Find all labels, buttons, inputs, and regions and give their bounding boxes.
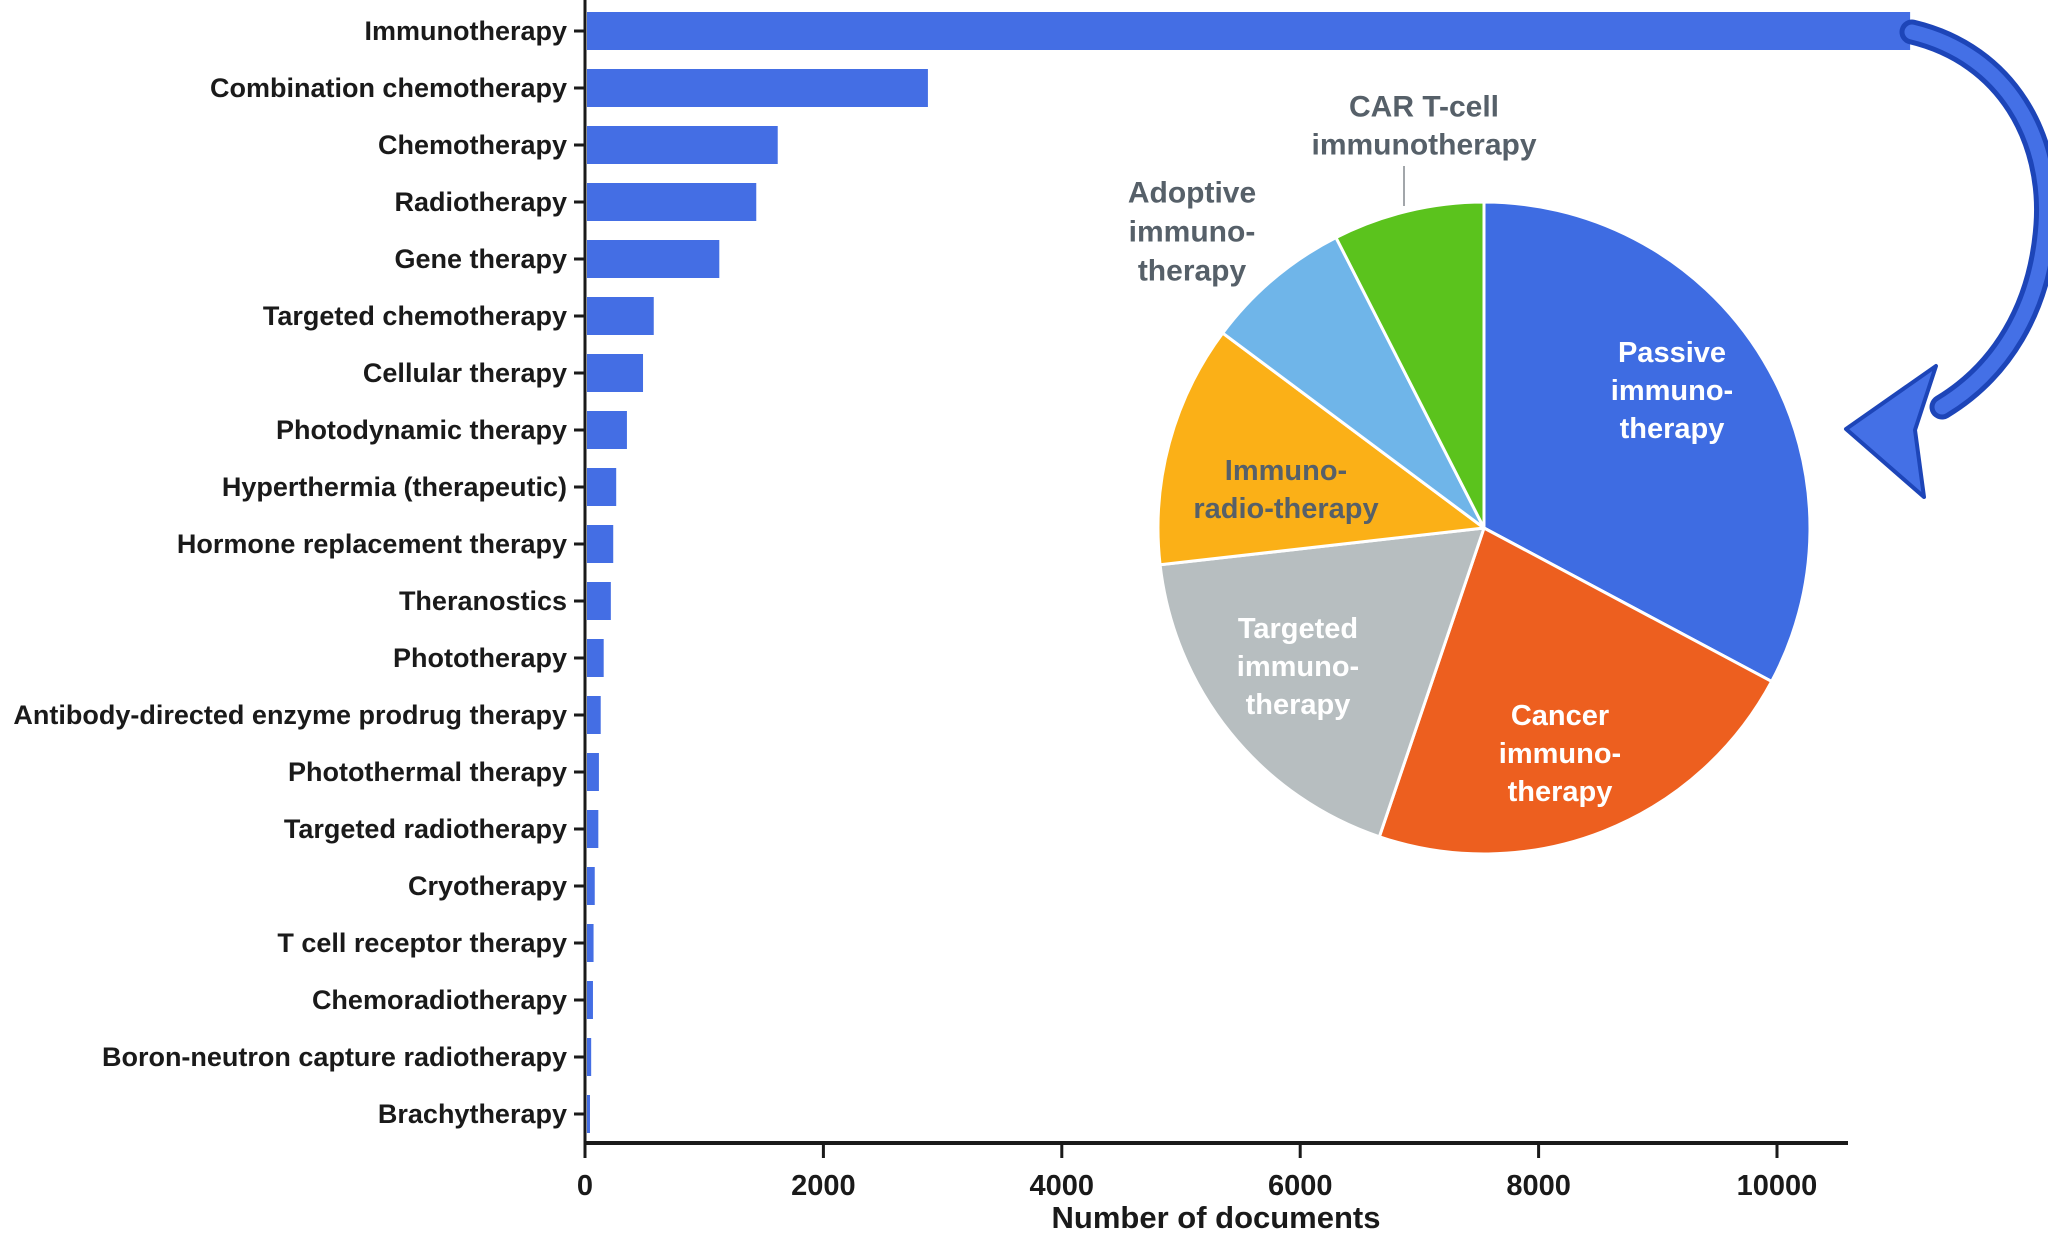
bar-label-antibody-directed-enzyme-prodrug-therapy: Antibody-directed enzyme prodrug therapy (13, 700, 567, 730)
bar-chemoradiotherapy (587, 981, 593, 1019)
pie-slice-passive-immuno-therapy (1482, 200, 1812, 683)
pie-label-passive-immuno-therapy-line-2: immuno- (1611, 375, 1733, 407)
bar-targeted-chemotherapy (587, 297, 654, 335)
bar-cellular-therapy (587, 354, 644, 392)
x-tick-label-8000: 8000 (1506, 1170, 1571, 1202)
pie-label-cancer-immuno-therapy-line-2: immuno- (1499, 738, 1621, 770)
bar-label-chemoradiotherapy: Chemoradiotherapy (312, 985, 567, 1015)
bar-antibody-directed-enzyme-prodrug-therapy (587, 696, 601, 734)
x-tick-label-10000: 10000 (1737, 1170, 1818, 1202)
bar-label-brachytherapy: Brachytherapy (378, 1099, 567, 1129)
bar-label-chemotherapy: Chemotherapy (378, 130, 567, 160)
bar-label-cellular-therapy: Cellular therapy (363, 358, 567, 388)
pie-label-passive-immuno-therapy-line-3: therapy (1620, 413, 1725, 445)
bar-label-phototherapy: Phototherapy (393, 643, 567, 673)
pie-slice-adoptive-immuno-therapy (1221, 236, 1486, 530)
bar-label-targeted-radiotherapy: Targeted radiotherapy (284, 814, 567, 844)
bar-chemotherapy (587, 126, 778, 164)
bar-radiotherapy (587, 183, 757, 221)
bar-brachytherapy (587, 1095, 590, 1133)
bar-gene-therapy (587, 240, 720, 278)
bar-theranostics (587, 582, 611, 620)
pie-label-adoptive-immuno-therapy-line-2: immuno- (1129, 216, 1256, 249)
pie-slice-cancer-immuno-therapy (1377, 526, 1774, 856)
bar-label-radiotherapy: Radiotherapy (394, 187, 567, 217)
bar-combination-chemotherapy (587, 69, 928, 107)
bar-label-photothermal-therapy: Photothermal therapy (288, 757, 567, 787)
x-tick-label-4000: 4000 (1030, 1170, 1095, 1202)
bar-t-cell-receptor-therapy (587, 924, 594, 962)
x-tick-label-0: 0 (577, 1170, 593, 1202)
bar-label-theranostics: Theranostics (399, 586, 567, 616)
bar-photodynamic-therapy (587, 411, 627, 449)
bar-label-targeted-chemotherapy: Targeted chemotherapy (263, 301, 567, 331)
bar-hyperthermia-therapeutic (587, 468, 617, 506)
flow-arrow-outline (1899, 19, 2048, 420)
bar-boron-neutron-capture-radiotherapy (587, 1038, 592, 1076)
bar-label-hormone-replacement-therapy: Hormone replacement therapy (177, 529, 567, 559)
pie-label-immuno-radio-therapy-line-1: Immuno- (1225, 455, 1347, 487)
flow-arrow-head-icon (1844, 364, 1938, 499)
pie-label-targeted-immuno-therapy-line-3: therapy (1246, 689, 1351, 721)
bar-label-hyperthermia-therapeutic: Hyperthermia (therapeutic) (222, 472, 567, 502)
x-tick-label-6000: 6000 (1268, 1170, 1333, 1202)
bar-label-photodynamic-therapy: Photodynamic therapy (276, 415, 567, 445)
pie-label-targeted-immuno-therapy-line-1: Targeted (1238, 613, 1358, 645)
bar-cryotherapy (587, 867, 595, 905)
bar-photothermal-therapy (587, 753, 599, 791)
bar-phototherapy (587, 639, 604, 677)
bar-label-cryotherapy: Cryotherapy (408, 871, 567, 901)
bar-label-gene-therapy: Gene therapy (394, 244, 567, 274)
bar-label-combination-chemotherapy: Combination chemotherapy (210, 73, 567, 103)
pie-label-immuno-radio-therapy-line-2: radio-therapy (1193, 493, 1378, 525)
pie-slice-immuno-radio-therapy (1156, 331, 1486, 567)
bar-immunotherapy (587, 12, 1911, 50)
bar-hormone-replacement-therapy (587, 525, 614, 563)
bar-label-t-cell-receptor-therapy: T cell receptor therapy (277, 928, 567, 958)
pie-label-car-t-cell-immunotherapy-line-1: CAR T-cell (1349, 91, 1499, 124)
pie-label-cancer-immuno-therapy-line-1: Cancer (1511, 700, 1609, 732)
pie-slice-car-t-cell-immunotherapy (1334, 200, 1486, 530)
pie-label-car-t-cell-immunotherapy-line-2: immunotherapy (1311, 129, 1536, 162)
pie-label-cancer-immuno-therapy-line-3: therapy (1508, 776, 1613, 808)
x-tick-label-2000: 2000 (791, 1170, 856, 1202)
pie-label-passive-immuno-therapy-line-1: Passive (1618, 337, 1726, 369)
pie-label-targeted-immuno-therapy-line-2: immuno- (1237, 651, 1359, 683)
x-axis-title: Number of documents (1051, 1200, 1381, 1235)
bar-label-immunotherapy: Immunotherapy (364, 16, 567, 46)
pie-label-adoptive-immuno-therapy-line-3: therapy (1138, 255, 1247, 288)
pie-label-adoptive-immuno-therapy-line-1: Adoptive (1128, 177, 1256, 210)
bar-label-boron-neutron-capture-radiotherapy: Boron-neutron capture radiotherapy (102, 1042, 567, 1072)
pie-slice-targeted-immuno-therapy (1158, 526, 1486, 839)
flow-arrow-body (1904, 24, 2048, 415)
bar-targeted-radiotherapy (587, 810, 599, 848)
